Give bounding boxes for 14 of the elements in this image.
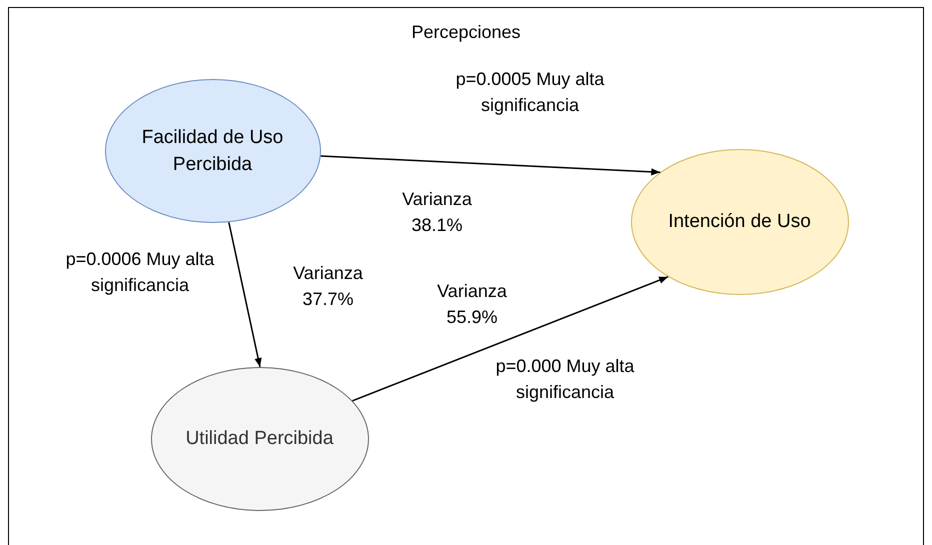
ellipse-node: Intención de Uso [630, 148, 848, 294]
statistic-label: Varianza 37.7% [292, 262, 364, 311]
statistic-label: p=0.0006 Muy alta significancia [65, 248, 215, 297]
statistic-label: Varianza 38.1% [401, 188, 473, 237]
arrow [320, 155, 660, 176]
statistic-label: p=0.0005 Muy alta significancia [455, 68, 605, 117]
ellipse-node: Utilidad Percibida [150, 366, 368, 510]
ellipse-node: Facilidad de Uso Percibida [104, 78, 320, 222]
statistic-label: p=0.000 Muy alta significancia [494, 355, 636, 404]
arrow [352, 276, 668, 402]
frame-title: Percepciones [410, 22, 522, 43]
statistic-label: Varianza 55.9% [436, 280, 508, 329]
arrow [228, 222, 262, 368]
frame-box [8, 7, 924, 545]
